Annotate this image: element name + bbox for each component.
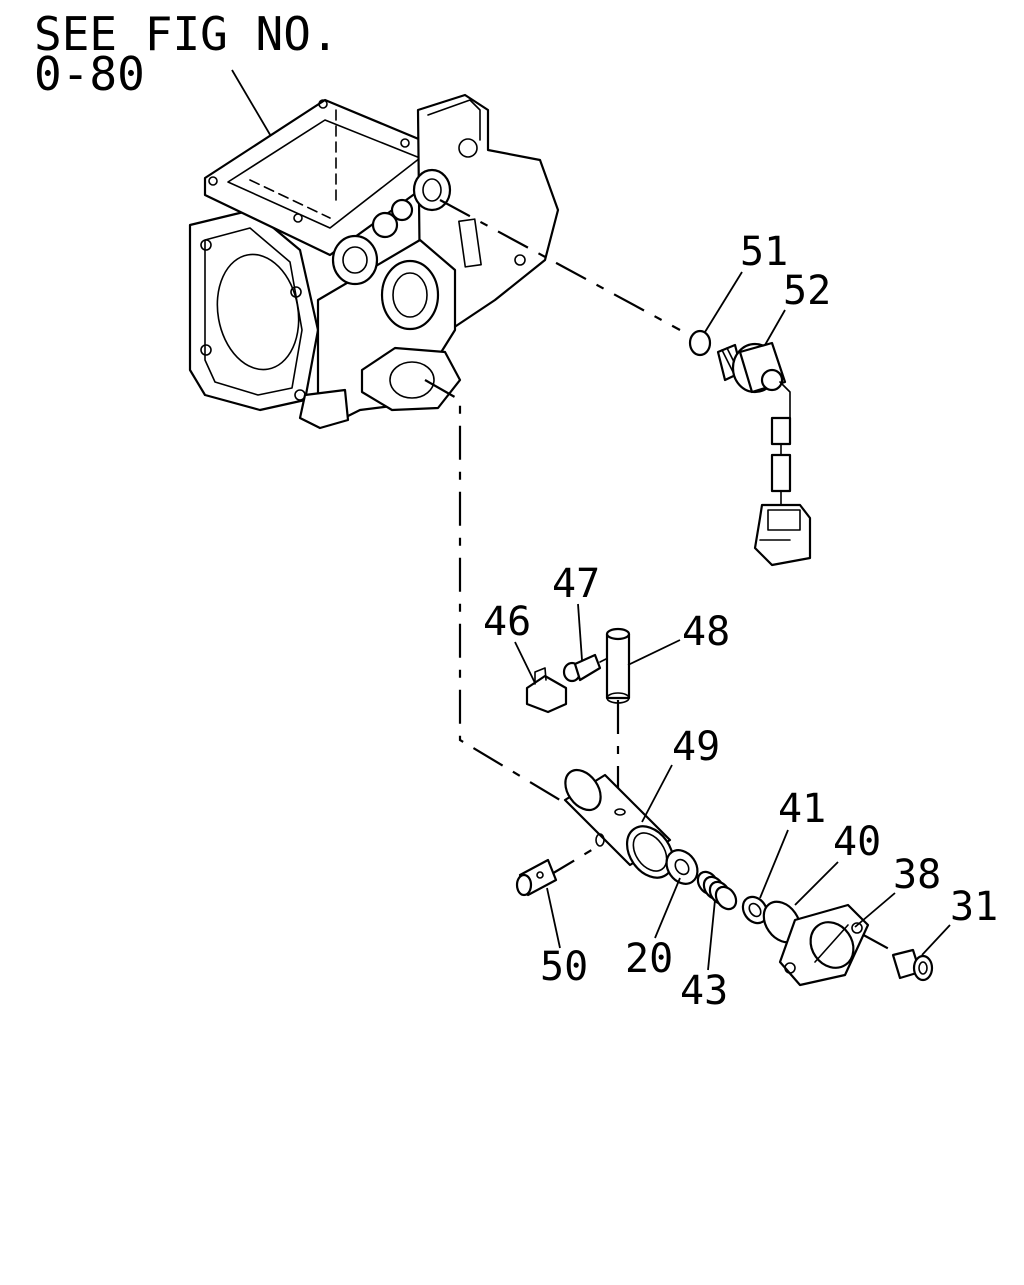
callout-43: 43 <box>680 968 728 1014</box>
callout-52: 52 <box>783 268 831 314</box>
callout-46: 46 <box>483 599 531 645</box>
pin-48 <box>605 627 631 704</box>
reference-leader-line <box>231 69 273 139</box>
callout-48: 48 <box>682 609 730 655</box>
assembly-line-sleeve <box>424 379 561 801</box>
fig-number-text: 0-80 <box>34 47 145 101</box>
screw-47 <box>562 653 609 683</box>
assembly-line-bolt <box>857 931 901 956</box>
see-fig-text: SEE FIG NO. <box>34 7 339 61</box>
sleeve-49 <box>563 768 675 879</box>
bushing-50 <box>515 858 558 897</box>
callout-47: 47 <box>552 561 600 607</box>
o-ring-51 <box>688 329 712 357</box>
sensor-52 <box>716 341 812 567</box>
pump-housing <box>188 93 560 430</box>
callout-31: 31 <box>950 884 998 930</box>
callout-41: 41 <box>778 786 826 832</box>
bolt-31 <box>891 948 934 982</box>
callout-51: 51 <box>740 229 788 275</box>
callout-38: 38 <box>893 852 941 898</box>
spring-43 <box>696 870 738 911</box>
assembly-line-sensor <box>439 199 681 331</box>
callout-49: 49 <box>672 724 720 770</box>
clip-46 <box>525 667 568 714</box>
callout-20: 20 <box>625 936 673 982</box>
washer-41 <box>741 895 769 925</box>
callout-40: 40 <box>833 819 881 865</box>
callout-50: 50 <box>540 944 588 990</box>
cover-38 <box>778 903 870 987</box>
washer-20 <box>665 849 699 885</box>
